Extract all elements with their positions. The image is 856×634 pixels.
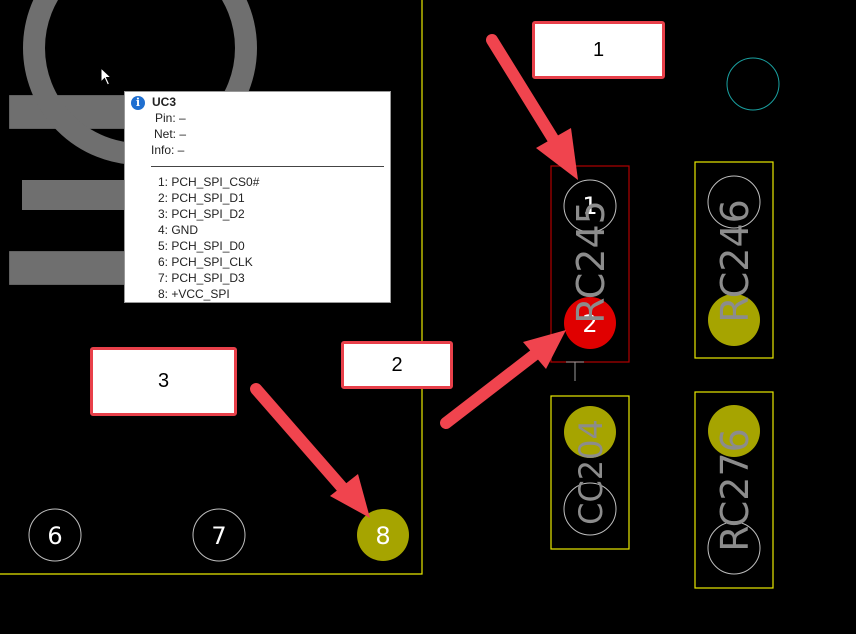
info-icon: i [131,96,145,110]
tooltip-pin-entry: 3: PCH_SPI_D2 [158,207,245,221]
tooltip-pin-entry: 2: PCH_SPI_D1 [158,191,245,205]
tooltip-component-name: UC3 [152,95,177,109]
rc246-refdes: RC246 [713,199,757,323]
arrow-3 [250,383,370,518]
rc245-refdes: RC245 [569,200,613,324]
tooltip-pin-entry: 4: GND [158,223,199,237]
part-rc245[interactable]: 1 2 RC245 [550,165,630,381]
pin-7[interactable]: 7 [192,508,246,562]
pin-7-label: 7 [211,522,226,550]
rc276-refdes: RC276 [713,428,757,552]
pin-8-label: 8 [375,522,390,550]
tooltip-pin: Pin: – [155,111,186,125]
rc245-pad-2[interactable] [564,297,616,349]
callout-1: 1 [532,21,665,79]
pin-6-label: 6 [47,522,62,550]
tooltip-info: Info: – [151,143,185,157]
tooltip-pin-entry: 1: PCH_SPI_CS0# [158,175,260,189]
arrow-2 [440,330,566,429]
callout-3: 3 [90,347,237,416]
pin-6[interactable]: 6 [28,508,82,562]
rc245-pad-2-label: 2 [582,310,597,338]
cc204-refdes: CC204 [572,419,610,525]
via [726,57,780,111]
callout-2: 2 [341,341,453,389]
tooltip-pin-entry: 7: PCH_SPI_D3 [158,271,245,285]
part-cc204[interactable]: CC204 [550,395,630,550]
tooltip-divider [151,166,384,167]
component-info-tooltip: i UC3 Pin: – Net: – Info: – 1: PCH_SPI_C… [124,91,391,303]
rc245-pad-1-label: 1 [582,192,597,220]
tooltip-pin-entry: 8: +VCC_SPI [158,287,230,301]
tooltip-pin-entry: 6: PCH_SPI_CLK [158,255,253,269]
pin-8[interactable]: 8 [357,509,409,561]
part-rc246[interactable]: RC246 [694,161,774,359]
mouse-cursor-icon [100,67,113,86]
component-outline-uc3 [0,0,423,575]
tooltip-net: Net: – [154,127,187,141]
part-rc276[interactable]: RC276 [694,391,774,589]
rc245-pad-1[interactable] [563,179,617,233]
tooltip-pin-entry: 5: PCH_SPI_D0 [158,239,245,253]
arrow-1 [486,34,578,180]
